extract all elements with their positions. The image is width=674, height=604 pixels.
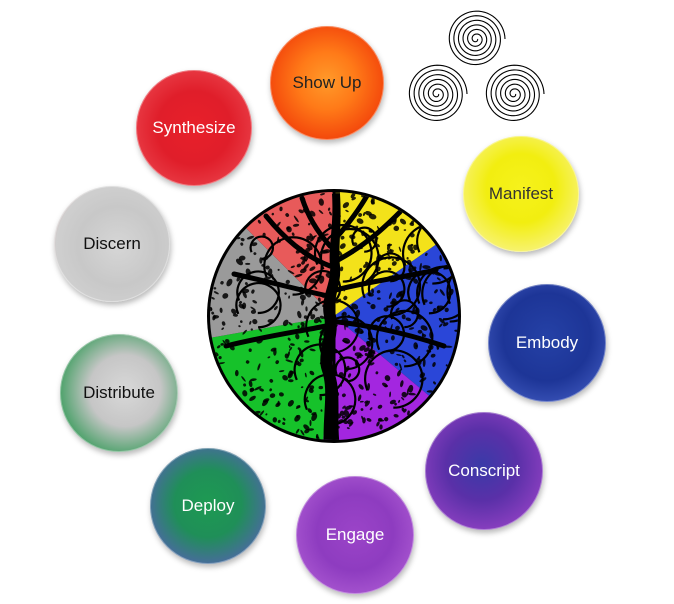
tree-branch	[335, 209, 403, 263]
tree-branch	[333, 192, 371, 241]
node-label: Distribute	[83, 383, 155, 402]
triple-spiral-icon	[404, 6, 548, 132]
tree-branch	[333, 267, 439, 293]
tree-branch	[299, 195, 333, 249]
tree-branch	[263, 213, 333, 269]
node-label: Synthesize	[152, 118, 236, 137]
node-label: Discern	[83, 234, 141, 253]
node-label: Embody	[515, 333, 579, 352]
node-discern[interactable]: Discern	[54, 186, 170, 302]
node-synthesize[interactable]: Synthesize	[136, 70, 252, 186]
spiral-arm	[485, 64, 545, 121]
node-conscript[interactable]: Conscript	[425, 412, 543, 530]
node-label: Show Up	[292, 73, 362, 92]
node-show-up[interactable]: Show Up	[270, 26, 384, 140]
node-manifest[interactable]: Manifest	[463, 136, 579, 252]
tree-branch	[335, 319, 447, 349]
node-distribute[interactable]: Distribute	[60, 334, 178, 452]
node-engage[interactable]: Engage	[296, 476, 414, 594]
tree-branch	[231, 271, 331, 299]
spiral-arm	[408, 64, 468, 121]
node-deploy[interactable]: Deploy	[150, 448, 266, 564]
tree-of-life-icon	[204, 186, 464, 446]
node-label: Conscript	[448, 461, 520, 480]
tree-trunk	[320, 194, 341, 440]
node-label: Engage	[325, 525, 385, 544]
node-label: Deploy	[181, 496, 235, 515]
node-embody[interactable]: Embody	[488, 284, 606, 402]
spiral-arm	[448, 10, 506, 66]
node-label: Manifest	[488, 184, 554, 203]
tree-branch	[223, 323, 329, 349]
